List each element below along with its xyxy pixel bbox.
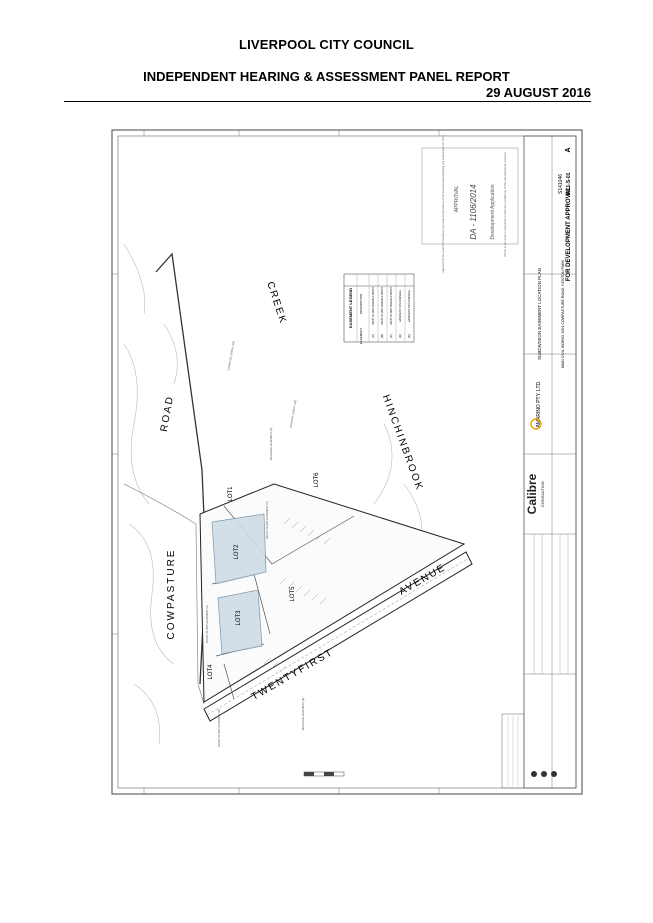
stamp-da-caption: Development Application xyxy=(490,184,496,239)
legend-col-description: DESCRIPTION xyxy=(359,294,363,315)
lot-label-2: LOT2 xyxy=(234,544,240,560)
title-revision: A xyxy=(565,147,572,152)
road-label-cowpasture: COWPASTURE xyxy=(166,549,177,640)
title-project: MAIN CIVIL WORKS 3001 COWPASTURE ROAD, H… xyxy=(561,259,565,368)
twentyfirst-avenue-band xyxy=(203,551,473,722)
header-rule xyxy=(64,101,591,102)
annotation-original-creek: ORIGINAL CREEK LINE xyxy=(289,399,298,428)
easement-shading xyxy=(211,513,267,655)
stamp-approved-text: APPROVAL xyxy=(454,185,460,212)
legend-row-desc: RIGHT OF WAY VARIABLE WIDTH xyxy=(390,287,393,325)
legend-row-desc: RIGHT OF WAY VARIABLE WIDTH xyxy=(381,287,384,325)
title-status: FOR DEVELOPMENT APPROVAL xyxy=(566,186,572,281)
avenue-centerline xyxy=(206,557,470,716)
legend-row-code: (A) xyxy=(371,334,375,338)
council-name: LIVERPOOL CITY COUNCIL xyxy=(238,37,415,52)
legend-row-code: (B) xyxy=(380,334,384,338)
border-ticks xyxy=(112,130,440,794)
title-client: AMARINO PTY. LTD. xyxy=(536,380,542,427)
legend-row-desc: RIGHT OF WAY VARIABLE WIDTH xyxy=(372,287,375,325)
lot-label-4: LOT4 xyxy=(208,664,214,680)
annotation-row-b: RIGHT OF WAY EASEMENT (B) xyxy=(217,709,221,747)
legend-row-code: (E) xyxy=(407,334,411,338)
legend-row-code: (D) xyxy=(398,334,402,338)
legend-rows: (A) RIGHT OF WAY VARIABLE WIDTH (B) RIGH… xyxy=(371,287,411,338)
stamp-note: Plans to be read in conjunction with the… xyxy=(503,151,507,256)
annotation-drainage-e: DRAINAGE EASEMENT (E) xyxy=(301,698,305,731)
stamp-da-number: DA - 1106/2014 xyxy=(469,184,478,240)
cowpasture-road-edge xyxy=(123,483,205,705)
title-drawing-name: SUBDIVISION EASEMENT LOCATION PLAN xyxy=(537,268,542,360)
contour-lines xyxy=(123,243,423,745)
title-block xyxy=(523,135,577,789)
approval-stamp xyxy=(421,147,519,245)
report-date: 29 AUGUST 2016 xyxy=(485,85,591,100)
lot-label-3: LOT3 xyxy=(236,610,242,626)
parking-bays xyxy=(263,517,331,677)
scale-bar xyxy=(303,771,345,777)
lot-label-6: LOT6 xyxy=(314,472,320,488)
consultant-logo-mark xyxy=(530,418,542,430)
lot-label-1: LOT1 xyxy=(228,486,234,502)
annotation-row-c: RIGHT OF WAY EASEMENT (C) xyxy=(265,501,269,539)
site-boundary xyxy=(199,483,466,703)
annotation-row-a: RIGHT OF WAY EASEMENT (A) xyxy=(205,605,209,643)
lot-label-5: LOT5 xyxy=(290,586,296,602)
annotation-surveyed-creek: SURVEYED CREEK LINE xyxy=(226,340,235,371)
consultant-sub: CONSULTING xyxy=(540,481,545,507)
easement-legend xyxy=(343,273,415,343)
site-plan-drawing: FOR DEVELOPMENT APPROVAL SUBDIVISION EAS… xyxy=(111,129,583,795)
legend-row-desc: EASEMENT FOR DRAINAGE xyxy=(408,290,411,322)
title-drawing-number: MC1-S-01 xyxy=(566,172,572,195)
legend-row-code: (C) xyxy=(389,334,393,338)
stamp-council-text: Approved by the Council of Liverpool Cit… xyxy=(441,135,445,273)
legend-col-easement: EASEMENT xyxy=(359,328,363,345)
legend-title: EASEMENT LEGEND xyxy=(348,288,353,328)
consultant-logo: Calibre xyxy=(525,473,539,514)
notes-block xyxy=(501,713,557,789)
legend-row-desc: EASEMENT FOR DRAINAGE xyxy=(399,290,402,322)
annotation-drainage-d: DRAINAGE EASEMENT (D) xyxy=(269,427,273,460)
sheet-outer-border xyxy=(111,129,583,795)
report-title: INDEPENDENT HEARING & ASSESSMENT PANEL R… xyxy=(143,69,510,84)
title-job-number: S141046 xyxy=(558,174,564,194)
